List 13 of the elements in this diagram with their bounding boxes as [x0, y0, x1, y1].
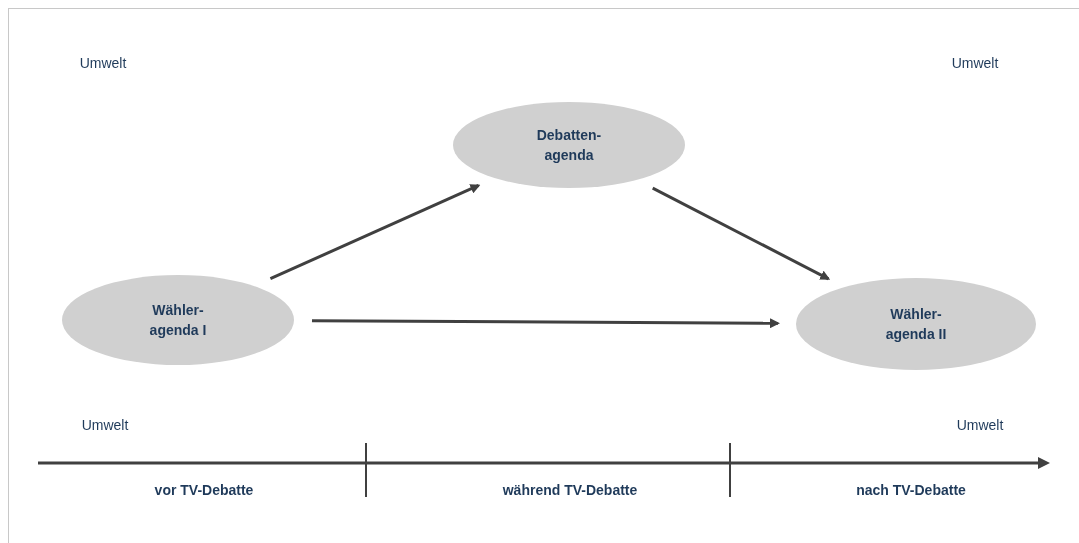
node-label: Wähler- agenda I — [148, 300, 208, 340]
phase-label: während TV-Debatte — [502, 482, 638, 498]
phase-label: nach TV-Debatte — [856, 482, 966, 498]
environment-label: Umwelt — [79, 55, 127, 71]
node-label: Wähler- agenda II — [884, 304, 948, 344]
environment-label: Umwelt — [81, 417, 129, 433]
environment-label: Umwelt — [951, 55, 999, 71]
environment-label: Umwelt — [956, 417, 1004, 433]
node-label: Debatten- agenda — [535, 125, 603, 165]
arrow — [312, 318, 780, 329]
phase-label: vor TV-Debatte — [154, 482, 254, 498]
arrow — [652, 186, 831, 281]
arrow — [269, 184, 481, 280]
